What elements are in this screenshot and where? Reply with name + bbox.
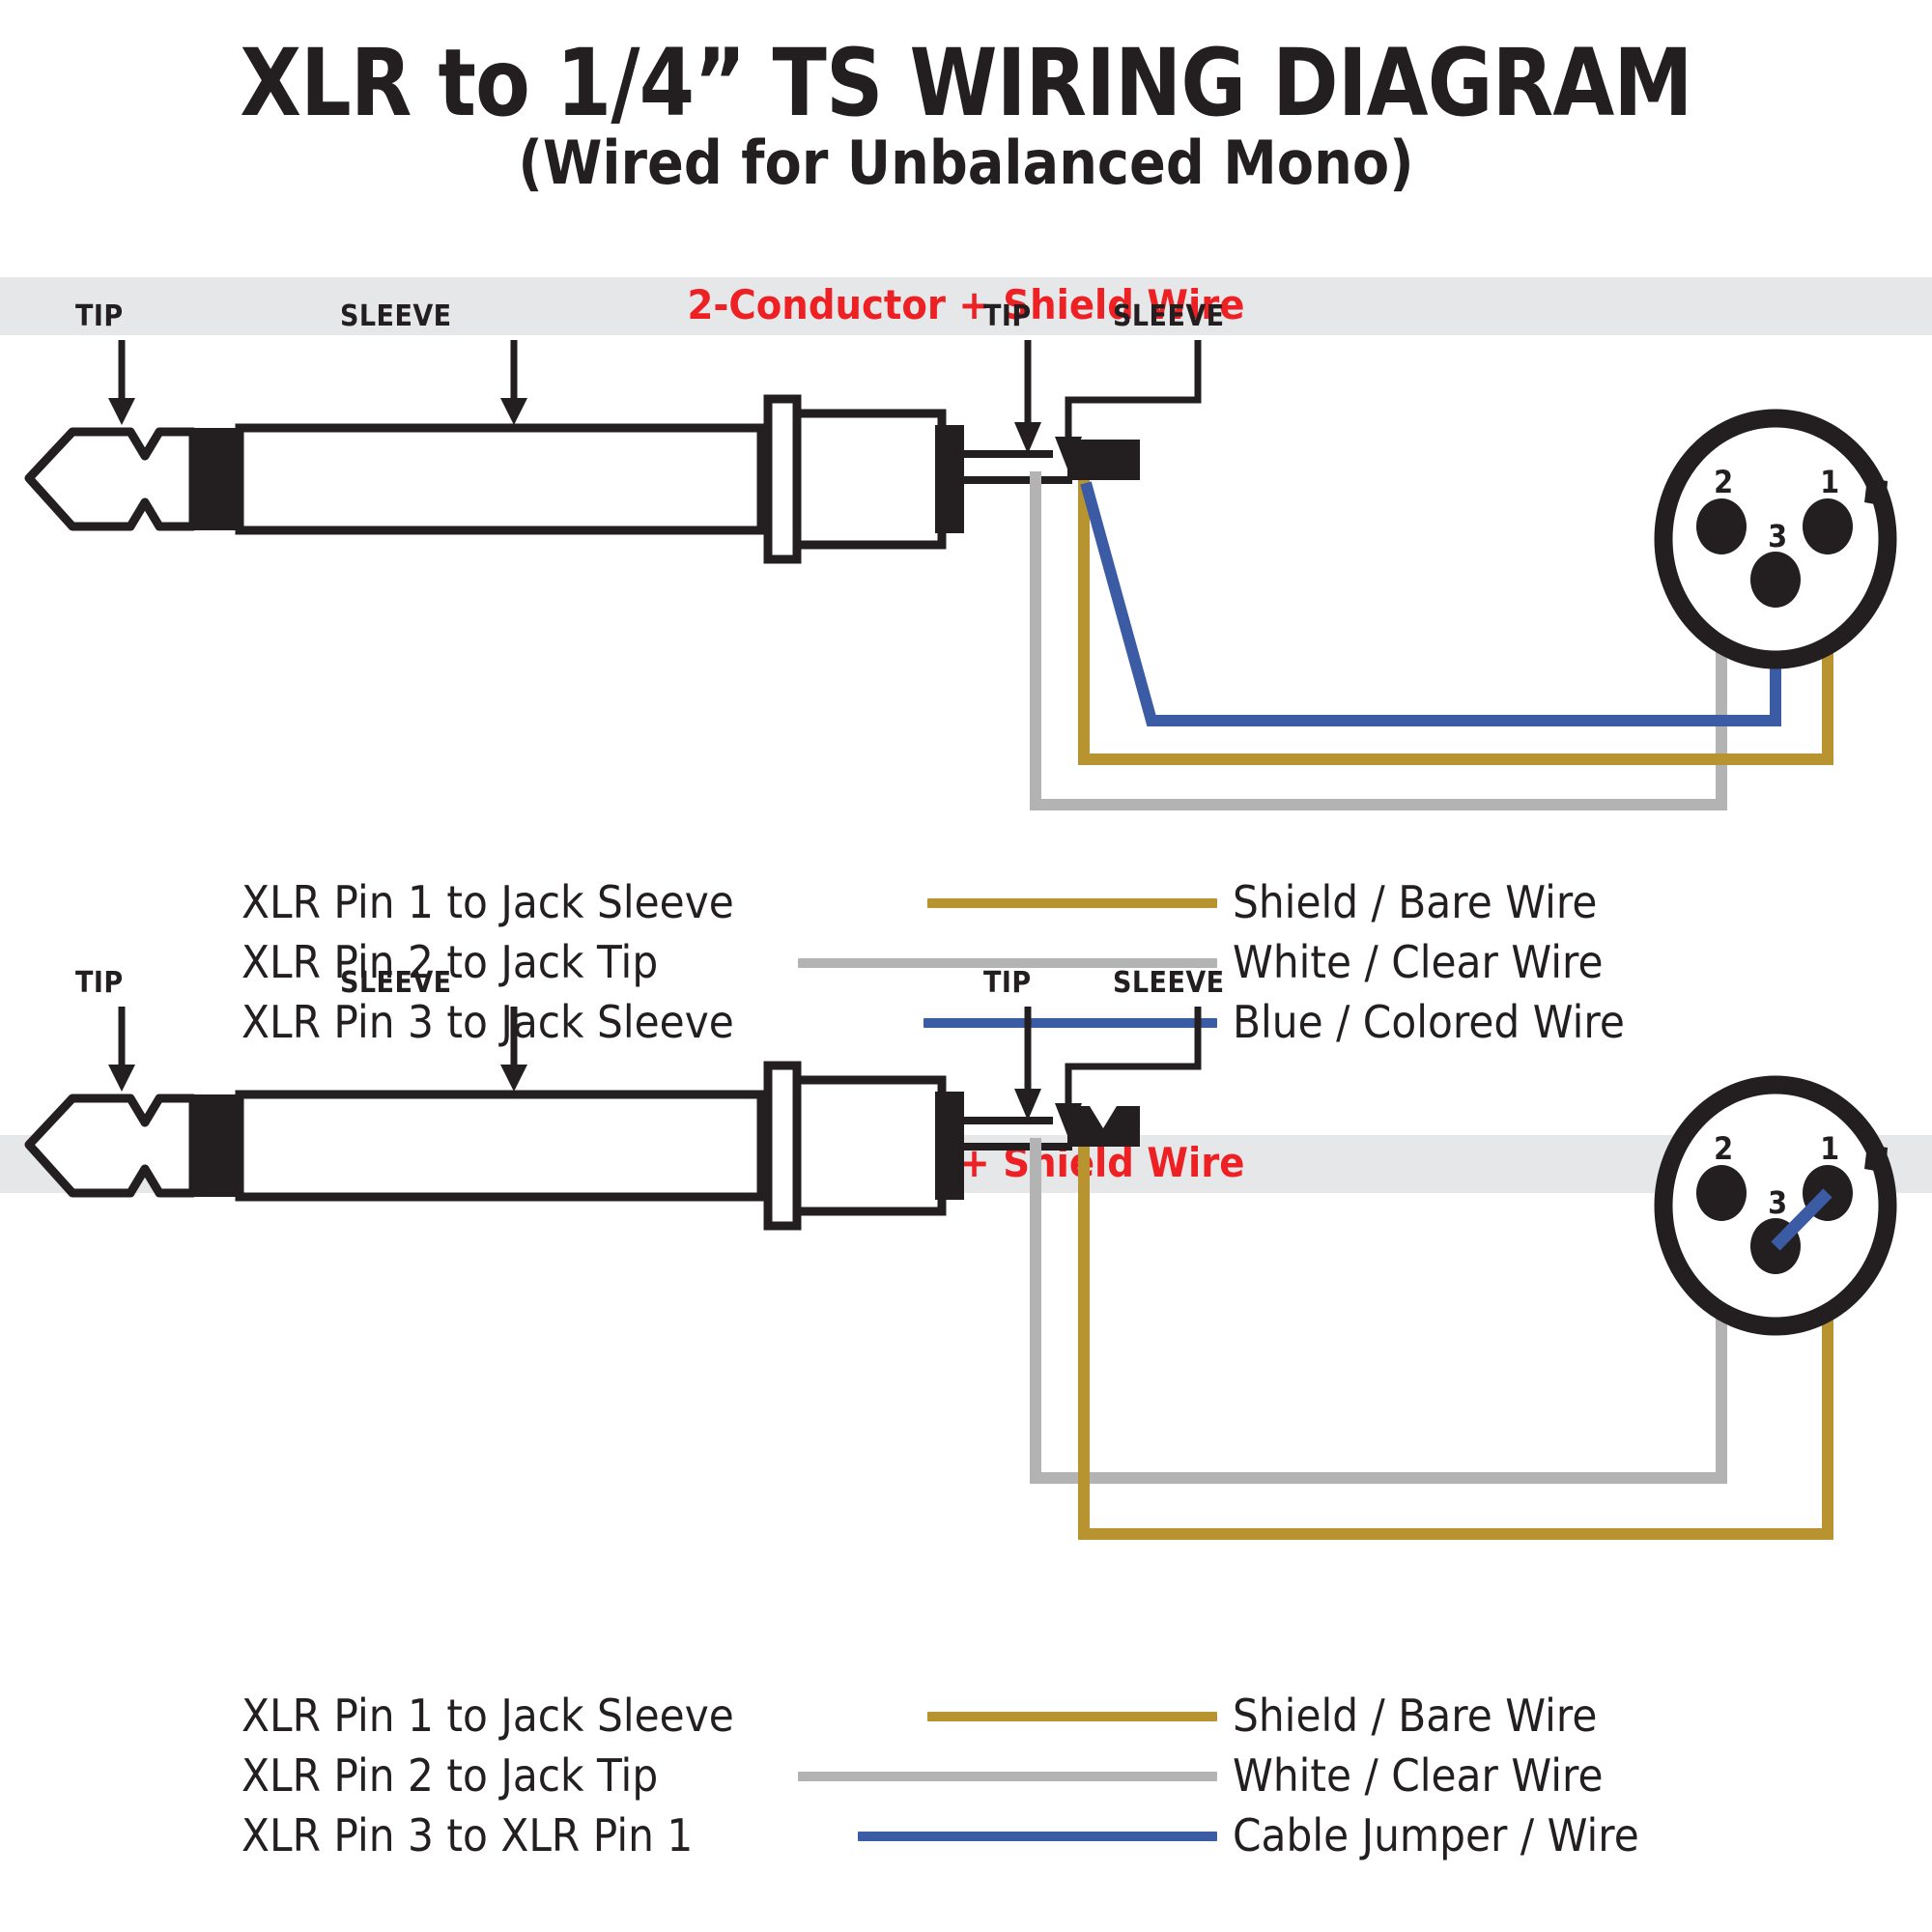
legend-swatch-shield (927, 1712, 1217, 1721)
callout-jack-sleeve-1: SLEEVE (340, 299, 452, 333)
jack-sleeve-arrowhead-2 (500, 1065, 527, 1092)
jack-sleeve-arrowhead-1 (500, 398, 527, 425)
xlr-pin-2-label-2: 2 (1714, 1130, 1734, 1167)
callout-jack-tip-2: TIP (75, 966, 124, 1000)
legend-row: XLR Pin 3 to XLR Pin 1 Cable Jumper / Wi… (242, 1805, 1748, 1865)
solder-lugs-1 (961, 440, 1140, 484)
legend-left-text: XLR Pin 3 to Jack Sleeve (242, 996, 734, 1048)
section-1-lug-leaders (1024, 340, 1202, 440)
legend-right-text: Blue / Colored Wire (1233, 996, 1625, 1048)
legend-left-text: XLR Pin 3 to XLR Pin 1 (242, 1809, 694, 1861)
jack-tip-arrowhead-2 (108, 1065, 135, 1092)
wire-white-1 (1030, 471, 1727, 810)
legend-row: XLR Pin 1 to Jack Sleeve Shield / Bare W… (242, 1686, 1748, 1746)
xlr-pin-1-label-1: 1 (1820, 464, 1840, 500)
legend-right-text: Shield / Bare Wire (1233, 876, 1598, 928)
legend-left-text: XLR Pin 2 to Jack Tip (242, 936, 659, 988)
legend-right-text: Cable Jumper / Wire (1233, 1809, 1639, 1861)
xlr-pin-1-label-2: 1 (1820, 1130, 1840, 1167)
section-1-header-label: 2-Conductor + Shield Wire (687, 281, 1245, 328)
legend-row: XLR Pin 2 to Jack Tip White / Clear Wire (242, 932, 1748, 992)
callout-lug-sleeve-2: SLEEVE (1113, 966, 1225, 1000)
wire-shield-2 (1078, 1147, 1833, 1540)
legend-right-text: White / Clear Wire (1233, 936, 1604, 988)
xlr-pin-3-label-2: 3 (1768, 1184, 1788, 1221)
wire-shield-1 (1078, 480, 1833, 765)
page-title: XLR to 1/4” TS WIRING DIAGRAM (240, 29, 1692, 137)
legend-swatch-shield (927, 898, 1217, 908)
wire-blue-1 (1080, 481, 1781, 726)
section-2-header-label: 1-Conductor + Shield Wire (687, 1139, 1245, 1186)
ts-plug-1 (24, 394, 964, 564)
section-1-callout-leaders (118, 340, 518, 401)
lug-tip-arrowhead-2 (1014, 1089, 1041, 1121)
legend-swatch-blue (923, 1018, 1217, 1028)
lug-tip-arrowhead-1 (1014, 422, 1041, 454)
section-1-header-bar: 2-Conductor + Shield Wire (0, 277, 1932, 335)
legend-2: XLR Pin 1 to Jack Sleeve Shield / Bare W… (242, 1686, 1748, 1865)
legend-row: XLR Pin 3 to Jack Sleeve Blue / Colored … (242, 992, 1748, 1052)
legend-swatch-white (798, 958, 1217, 968)
section-2-header-bar: 1-Conductor + Shield Wire (0, 1135, 1932, 1193)
legend-left-text: XLR Pin 1 to Jack Sleeve (242, 876, 734, 928)
legend-right-text: White / Clear Wire (1233, 1749, 1604, 1802)
legend-row: XLR Pin 2 to Jack Tip White / Clear Wire (242, 1746, 1748, 1805)
xlr-pin-1-hole-1 (1803, 498, 1853, 554)
page-subtitle: (Wired for Unbalanced Mono) (518, 128, 1414, 198)
legend-row: XLR Pin 1 to Jack Sleeve Shield / Bare W… (242, 872, 1748, 932)
lug-sleeve-arrowhead-2 (1055, 1103, 1082, 1138)
lug-sleeve-arrowhead-1 (1055, 437, 1082, 471)
callout-jack-sleeve-2: SLEEVE (340, 966, 452, 1000)
legend-swatch-jumper (858, 1832, 1217, 1841)
callout-lug-tip-2: TIP (983, 966, 1032, 1000)
xlr-pin-3-hole-2 (1750, 1218, 1801, 1274)
legend-left-text: XLR Pin 1 to Jack Sleeve (242, 1690, 734, 1742)
xlr-pin-2-hole-1 (1696, 498, 1747, 554)
callout-jack-tip-1: TIP (75, 299, 124, 333)
legend-right-text: Shield / Bare Wire (1233, 1690, 1598, 1742)
legend-swatch-white (798, 1772, 1217, 1781)
xlr-pin-2-label-1: 2 (1714, 464, 1734, 500)
jack-tip-arrowhead-1 (108, 398, 135, 425)
legend-left-text: XLR Pin 2 to Jack Tip (242, 1749, 659, 1802)
xlr-pin-3-hole-1 (1750, 552, 1801, 608)
callout-lug-tip-1: TIP (983, 299, 1032, 333)
legend-1: XLR Pin 1 to Jack Sleeve Shield / Bare W… (242, 872, 1748, 1052)
xlr-pin-3-label-1: 3 (1768, 518, 1788, 554)
callout-lug-sleeve-1: SLEEVE (1113, 299, 1225, 333)
